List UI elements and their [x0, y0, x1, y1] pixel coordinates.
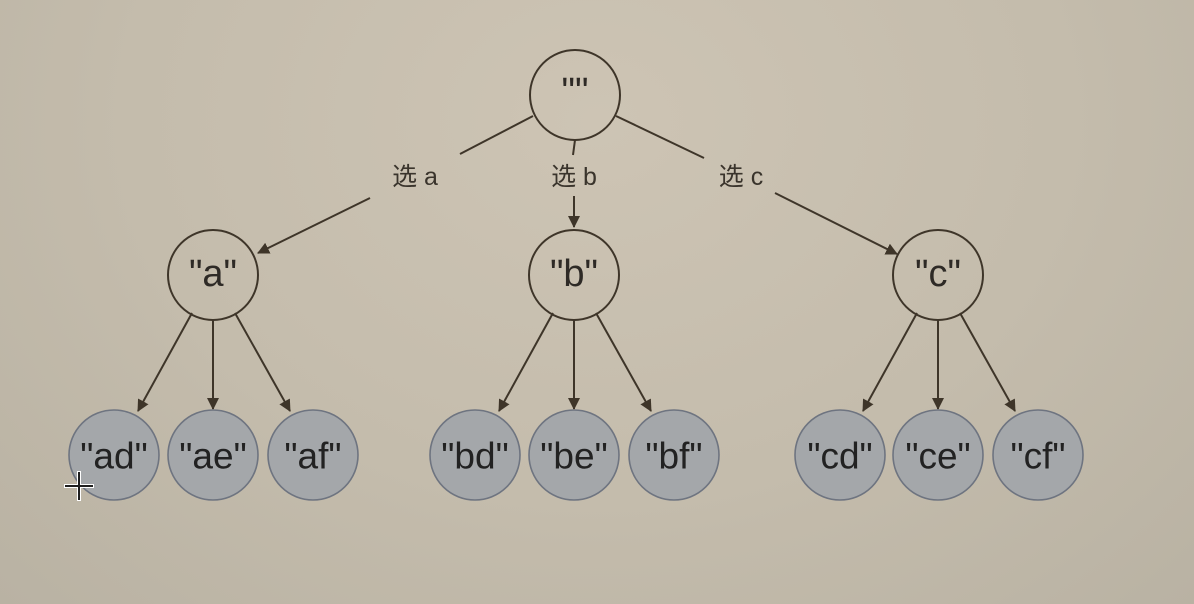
edge-label-a: 选 a [392, 163, 438, 191]
leaf-node-cd-circle [794, 409, 886, 501]
move-cursor-icon [64, 471, 94, 501]
node-b-circle [528, 229, 620, 321]
node-a-circle [167, 229, 259, 321]
edge-label-b: 选 b [551, 163, 597, 191]
leaf-node-ae: "ae" [167, 409, 259, 501]
edge-root-c-lower [774, 192, 898, 255]
edge-root-a-upper [459, 115, 534, 155]
leaf-node-bf: "bf" [628, 409, 720, 501]
leaf-node-ce-label: "ce" [905, 436, 970, 477]
edge-b-bf [595, 312, 652, 412]
edge-b-bd [498, 312, 554, 412]
leaf-node-cd-label: "cd" [807, 436, 872, 477]
edge-labels: 选 a 选 b 选 c [392, 163, 763, 191]
leaf-node-ce: "ce" [892, 409, 984, 501]
node-c: "c" [892, 229, 984, 321]
leaf-node-be: "be" [528, 409, 620, 501]
edge-root-b-upper [572, 139, 576, 156]
edge-c-cf [959, 312, 1016, 412]
leaf-node-ad: "ad" [68, 409, 160, 501]
root-node: "" [529, 49, 621, 141]
leaf-node-ad-circle [68, 409, 160, 501]
leaf-node-be-label: "be" [540, 436, 607, 477]
leaf-node-af: "af" [267, 409, 359, 501]
root-edges [257, 115, 898, 255]
leaf-node-bd-circle [429, 409, 521, 501]
leaf-node-bf-label: "bf" [645, 436, 702, 477]
leaf-node-af-circle [267, 409, 359, 501]
edge-root-a-lower [257, 197, 371, 254]
node-c-label: "c" [915, 253, 961, 295]
leaf-node-bd: "bd" [429, 409, 521, 501]
leaf-node-af-label: "af" [284, 436, 341, 477]
edge-label-c: 选 c [719, 163, 763, 191]
leaf-node-bd-label: "bd" [441, 436, 508, 477]
node-a: "a" [167, 229, 259, 321]
edge-root-c-upper [615, 115, 705, 159]
leaf-node-ce-circle [892, 409, 984, 501]
leaf-node-bf-circle [628, 409, 720, 501]
edge-a-ad [137, 312, 193, 412]
leaf-node-cf-circle [992, 409, 1084, 501]
root-node-circle [529, 49, 621, 141]
node-b-label: "b" [550, 253, 598, 295]
leaf-node-cf-label: "cf" [1010, 436, 1065, 477]
leaf-node-cd: "cd" [794, 409, 886, 501]
leaf-node-ae-label: "ae" [179, 436, 246, 477]
leaf-node-be-circle [528, 409, 620, 501]
root-node-label: "" [562, 71, 589, 113]
leaf-node-ae-circle [167, 409, 259, 501]
leaf-node-cf: "cf" [992, 409, 1084, 501]
edge-a-af [234, 312, 291, 412]
node-c-circle [892, 229, 984, 321]
leaf-edges [137, 312, 1016, 412]
node-a-label: "a" [189, 253, 237, 295]
edge-c-cd [862, 312, 918, 412]
node-b: "b" [528, 229, 620, 321]
leaf-node-ad-label: "ad" [80, 436, 147, 477]
